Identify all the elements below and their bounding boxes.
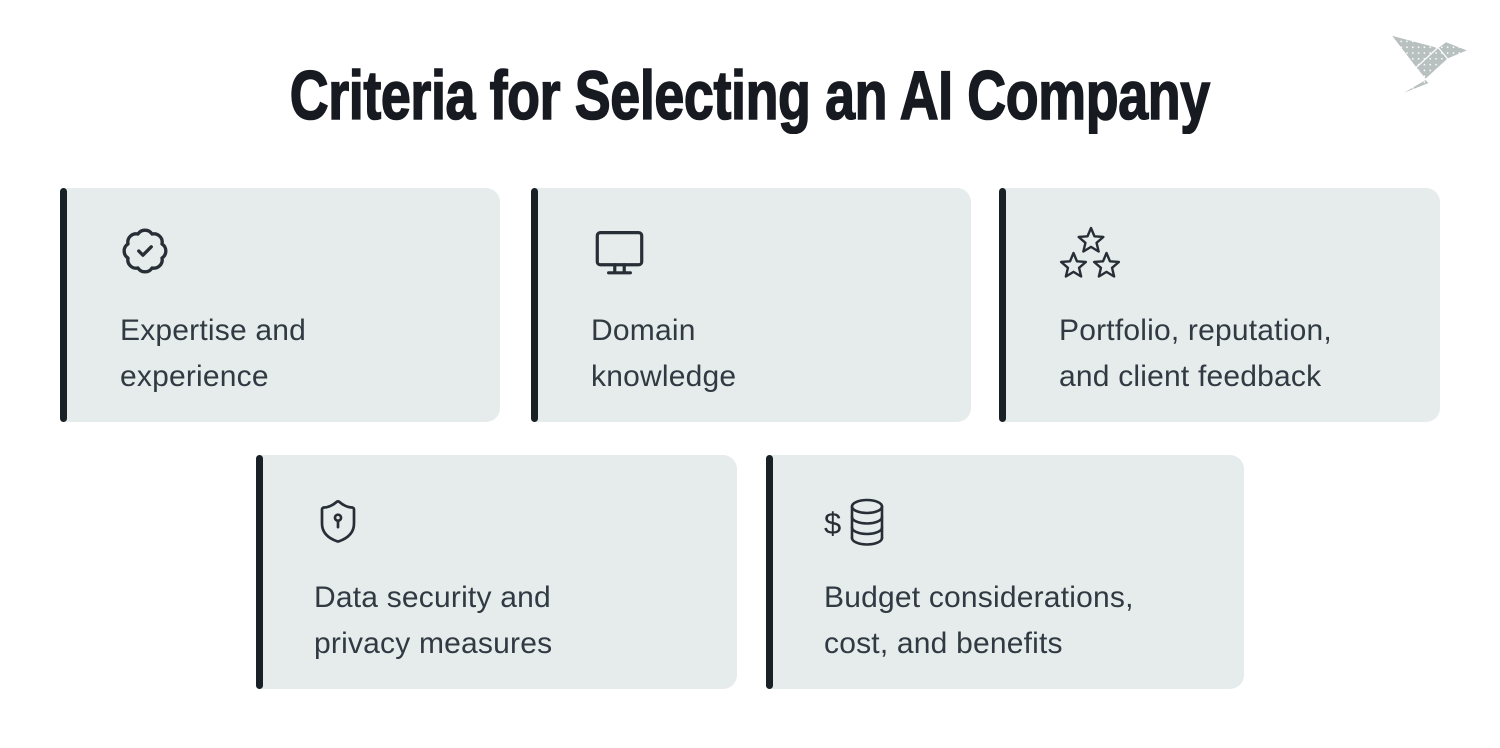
card-label: Expertise and experience [120, 314, 307, 393]
card-label: Data security and privacy measures [314, 581, 553, 660]
card-data-security-privacy: Data security and privacy measures [256, 455, 737, 689]
card-accent-bar [60, 188, 67, 422]
card-domain-knowledge: Domain knowledge [531, 188, 971, 422]
card-label: Portfolio, reputation, and client feedba… [1059, 314, 1332, 393]
dollar-coins-icon: $ [824, 493, 1216, 551]
page-title: Criteria for Selecting an AI Company [0, 57, 1500, 134]
monitor-icon [591, 226, 943, 284]
svg-text:$: $ [824, 506, 841, 541]
card-expertise-and-experience: Expertise and experience [60, 188, 500, 422]
card-accent-bar [256, 455, 263, 689]
card-budget-cost-benefits: $ Budget considerations, cost, and benef… [766, 455, 1244, 689]
three-stars-icon [1059, 226, 1412, 284]
card-label: Domain knowledge [591, 314, 737, 393]
page-title-text: Criteria for Selecting an AI Company [289, 57, 1211, 134]
card-portfolio-reputation-feedback: Portfolio, reputation, and client feedba… [999, 188, 1440, 422]
origami-bird-logo [1382, 22, 1474, 100]
shield-keyhole-icon [314, 493, 709, 551]
badge-check-icon [120, 226, 472, 284]
card-accent-bar [766, 455, 773, 689]
card-accent-bar [531, 188, 538, 422]
card-accent-bar [999, 188, 1006, 422]
card-label: Budget considerations, cost, and benefit… [824, 581, 1134, 660]
